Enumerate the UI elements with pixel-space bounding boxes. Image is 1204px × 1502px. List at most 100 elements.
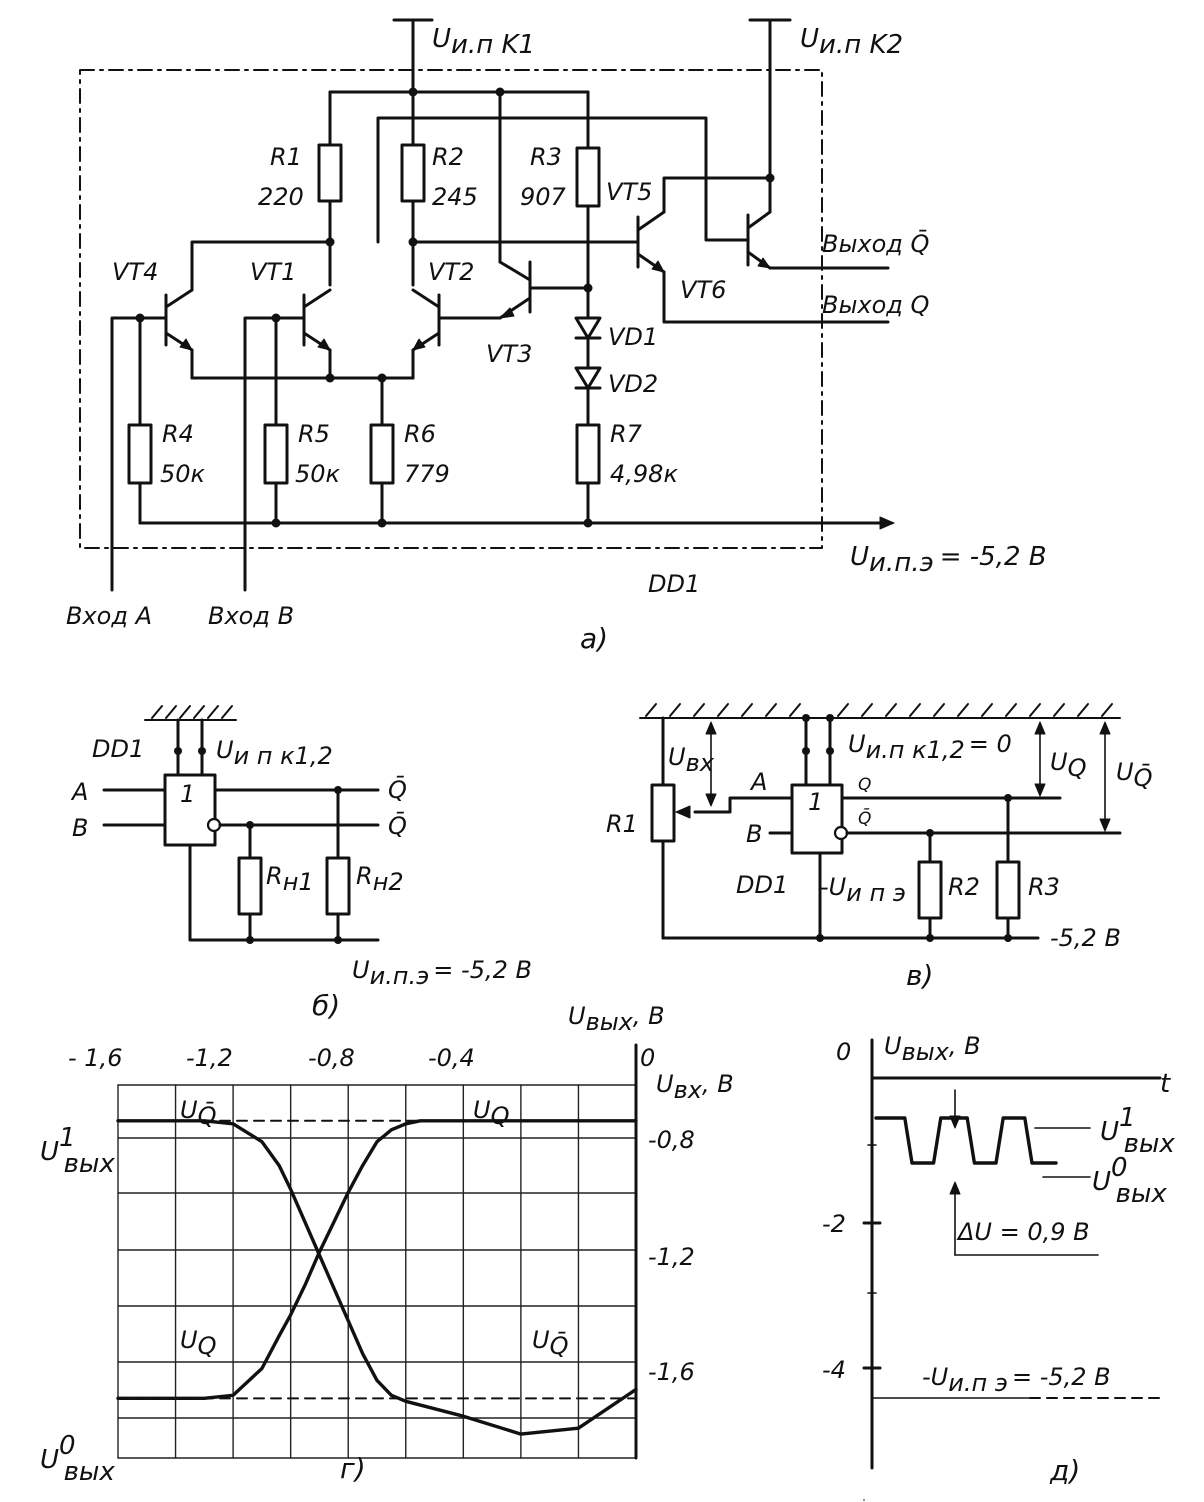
b-chip-label: DD1	[92, 735, 144, 763]
transistor-vt2	[411, 288, 502, 380]
v-input-b: B	[746, 820, 762, 848]
b-supply-label: Uи п к1,2	[216, 736, 333, 770]
supply-k2-label: Uи.п K2	[800, 24, 903, 60]
resistor-r5	[263, 423, 289, 485]
b-input-a: A	[70, 778, 88, 806]
vt5-label: VT5	[606, 178, 652, 206]
d-t-label: t	[1160, 1069, 1171, 1099]
v-rail-label: -5,2 В	[1050, 924, 1121, 952]
transistor-vt5	[636, 176, 890, 324]
gate-v	[790, 783, 844, 855]
load-rn1	[237, 856, 263, 916]
output-q-label: Выход Q	[822, 291, 929, 319]
resistor-r2	[400, 143, 426, 203]
panel-a-schematic: Uи.п K1 Uи.п K2 Uи.п.э= -5,2 В R1 220 R2…	[66, 18, 1047, 655]
transistor-vt1	[274, 288, 332, 380]
transistor-vt3	[498, 90, 590, 320]
r6-name: R6	[404, 420, 436, 448]
curve-label-uqbar-top: UQ̄	[180, 1096, 216, 1130]
b-input-b: B	[72, 814, 88, 842]
b-gate-symbol: 1	[180, 780, 195, 808]
curve-label-uqbar-bottom: UQ̄	[532, 1326, 568, 1360]
transistor-vt4	[138, 288, 194, 380]
v-neg-supply-label: -Uи п э	[820, 873, 906, 907]
d-tick-0: 0	[836, 1038, 851, 1066]
curve-label-uq-bottom: UQ	[180, 1326, 216, 1360]
vt3-label: VT3	[486, 340, 532, 368]
v-output-q: Q	[858, 775, 871, 795]
resistor-r6	[369, 423, 395, 485]
series-uq-line	[116, 1119, 638, 1400]
vt6-label: VT6	[680, 276, 726, 304]
resistor-r7	[575, 423, 601, 485]
input-b-label: Вход В	[208, 602, 294, 630]
d-supply-label: -Uи.п э= -5,2 В	[922, 1363, 1111, 1397]
r7-value: 4,98к	[610, 460, 678, 488]
r1-value: 220	[258, 183, 304, 211]
series-uout-waveform	[874, 1116, 1058, 1165]
b-load-1-label: Rн1	[266, 862, 314, 896]
b-output-1: Q̄	[388, 775, 407, 804]
v-output-qbar: Q̄	[858, 807, 871, 829]
resistor-r4	[127, 423, 153, 485]
r5-name: R5	[298, 420, 330, 448]
y-tick-label: -0,8	[648, 1126, 695, 1154]
gate-b	[163, 773, 217, 847]
v-r2-label: R2	[948, 873, 980, 901]
vd2-label: VD2	[608, 370, 658, 398]
y-tick-label: -1,2	[648, 1243, 695, 1271]
y-axis-title: Uвых, В	[568, 1002, 665, 1036]
chip-boundary	[79, 69, 823, 549]
caption-a: а)	[580, 622, 608, 655]
v-uqbar-label: UQ̄	[1116, 758, 1152, 792]
v-vin-label: Uвх	[668, 743, 715, 777]
d-delta-label: ΔU = 0,9 В	[956, 1218, 1090, 1246]
load-rn2	[325, 856, 351, 916]
d-tick-minus4: -4	[822, 1356, 846, 1384]
input-a-label: Вход А	[66, 602, 152, 630]
v-uq-label: UQ	[1050, 748, 1086, 782]
resistor-r1	[317, 143, 343, 203]
x-axis-title: Uвх, В	[656, 1070, 734, 1104]
v-input-a: A	[749, 768, 767, 796]
x-tick-label: - 1,6	[68, 1044, 122, 1072]
r4-value: 50к	[160, 460, 206, 488]
panel-b-gate-loads: DD1 Uи п к1,2 1 A B Q̄ Q̄ Rн1 Rн2 Uи.п.э…	[70, 705, 532, 1022]
b-load-2-label: Rн2	[356, 862, 404, 896]
r3-value: 907	[520, 183, 567, 211]
r7-name: R7	[610, 420, 643, 448]
resistor-v-r2	[917, 860, 943, 920]
transistor-vt6	[746, 176, 890, 270]
output-qbar-label: Выход Q̄	[822, 229, 929, 258]
r3-name: R3	[530, 143, 562, 171]
r2-name: R2	[432, 143, 464, 171]
d-y-axis-title: Uвых, В	[884, 1032, 981, 1066]
vt1-label: VT1	[250, 258, 296, 286]
caption-b: б)	[312, 989, 340, 1022]
y-tick-label: -1,6	[648, 1358, 695, 1386]
panel-v-measurement: Uи.п к1,2= 0 Uвх UQ UQ̄ A B 1 Q Q̄ R1 R2…	[606, 703, 1152, 992]
x-tick-label: -0,8	[308, 1044, 355, 1072]
b-emitter-label: Uи.п.э= -5,2 В	[352, 956, 532, 990]
caption-g: г)	[340, 1452, 366, 1485]
vt4-label: VT4	[112, 258, 158, 286]
curve-label-uq-top: UQ	[473, 1096, 509, 1130]
x-tick-label: -0,4	[428, 1044, 475, 1072]
v-r3-label: R3	[1028, 873, 1060, 901]
v-r1-label: R1	[606, 810, 638, 838]
supply-k1-label: Uи.п K1	[432, 24, 535, 60]
x-tick-label: 0	[640, 1044, 655, 1072]
vt2-label: VT2	[428, 258, 474, 286]
resistor-r3	[575, 146, 601, 208]
caption-v: в)	[906, 959, 933, 992]
chart-g-x-ticks: - 1,6 -1,2 -0,8 -0,4 0	[68, 1044, 655, 1072]
caption-d: д)	[1049, 1454, 1080, 1487]
pot-r1	[650, 783, 676, 843]
r2-value: 245	[432, 183, 478, 211]
